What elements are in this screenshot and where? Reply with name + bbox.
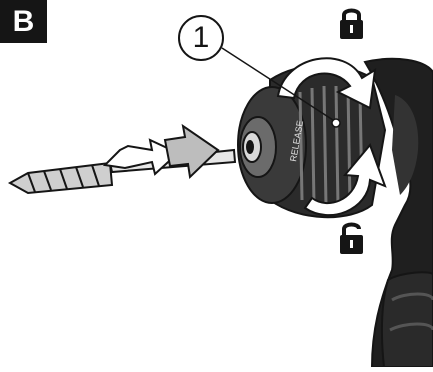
lock-closed-icon	[340, 11, 363, 40]
lock-open-icon	[340, 225, 363, 255]
callout-number-text: 1	[193, 23, 210, 53]
callout-target-dot	[332, 119, 340, 127]
step-label-text: B	[13, 7, 35, 37]
step-label-badge: B	[0, 0, 47, 43]
callout-number-circle: 1	[178, 15, 224, 61]
